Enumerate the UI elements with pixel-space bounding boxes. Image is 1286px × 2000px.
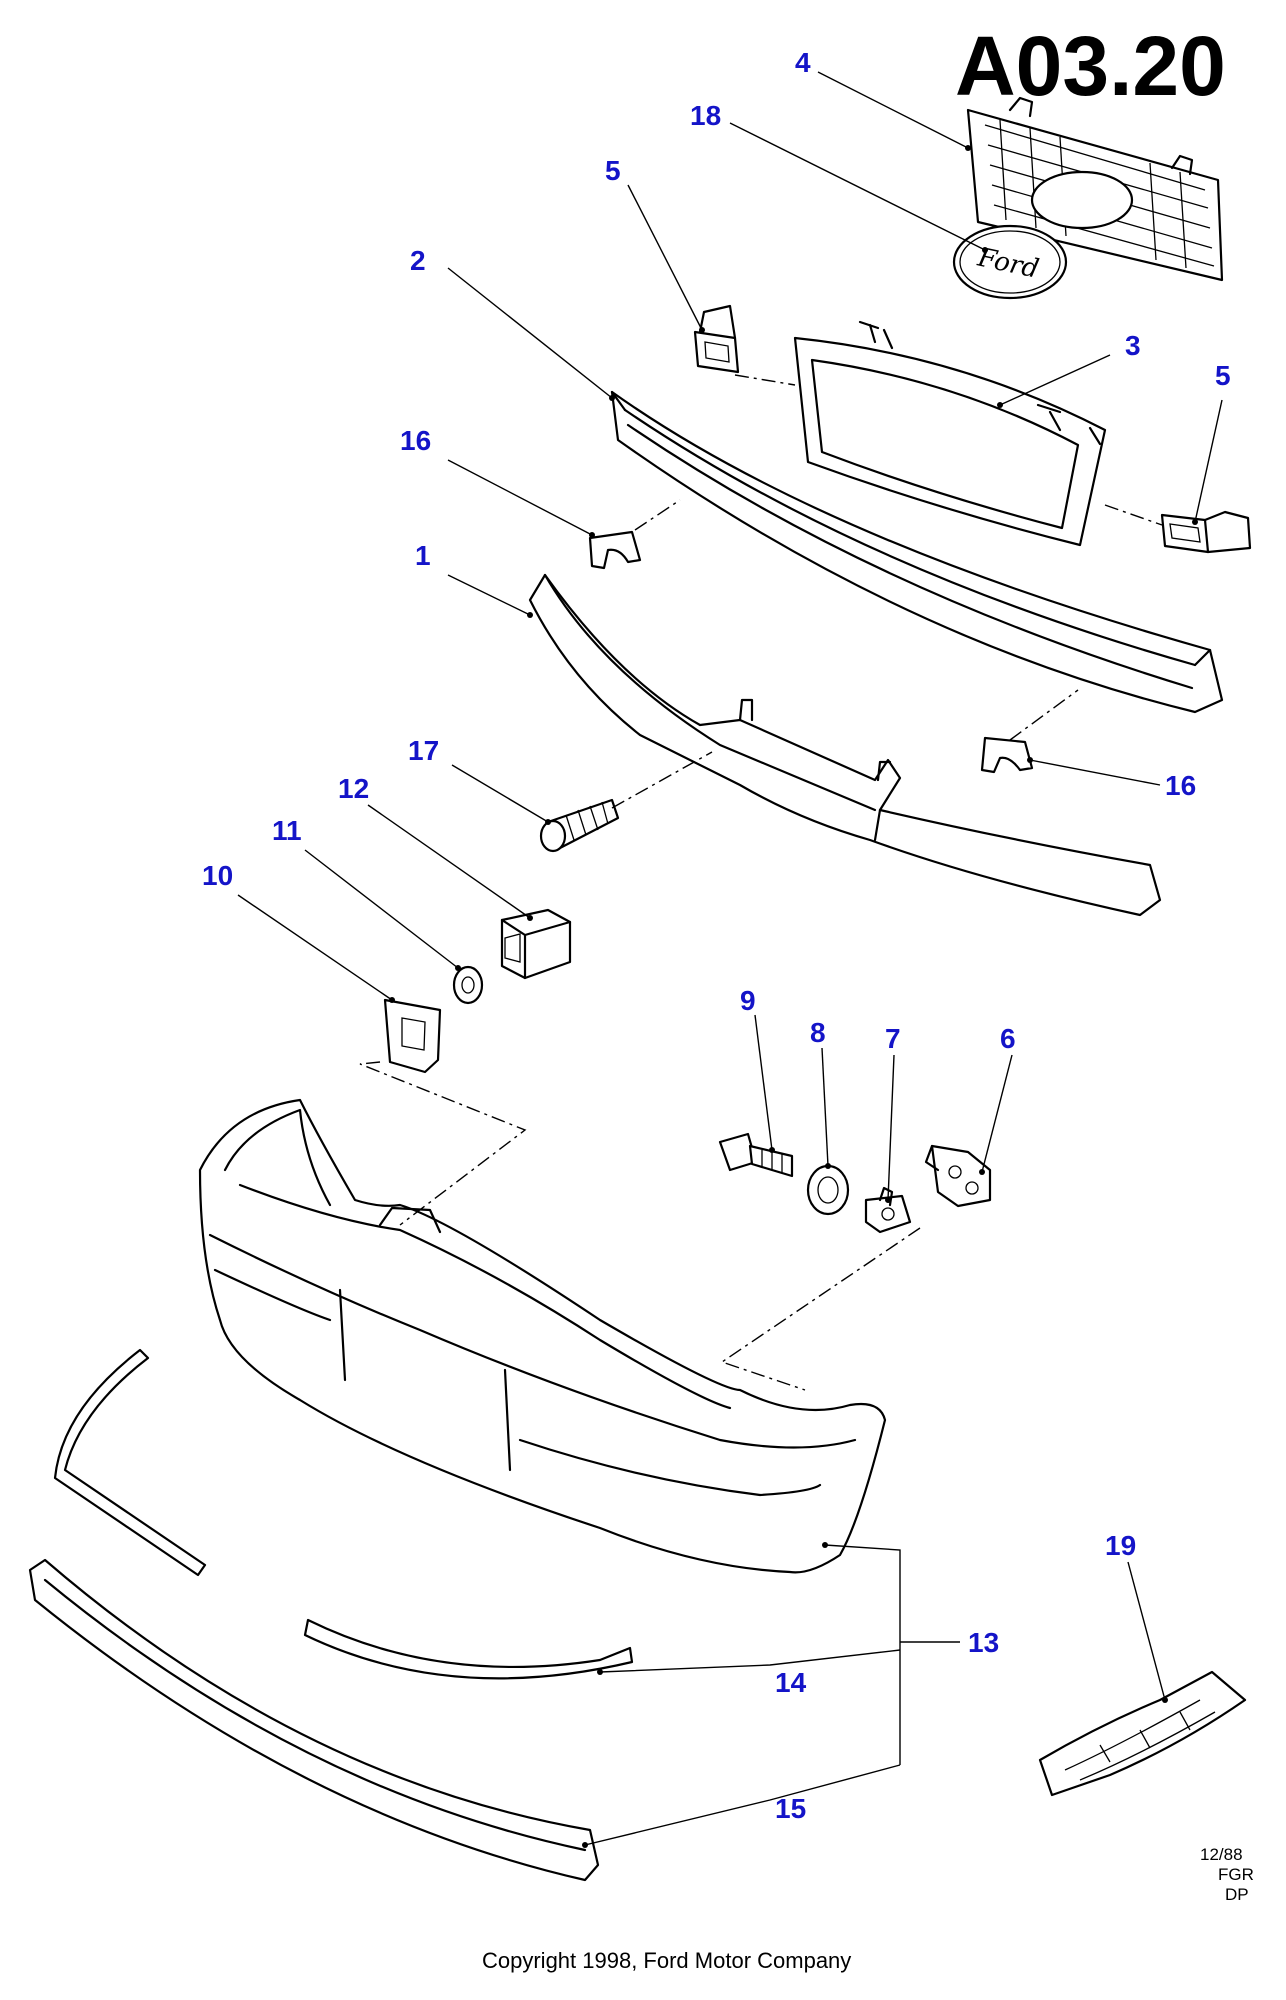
part-15-spoiler — [28, 1558, 600, 1882]
revision-stamp: 12/88 FGR DP — [1200, 1845, 1254, 1904]
part-13-bumper-cover — [198, 1098, 887, 1574]
callout-16-upper: 16 — [400, 425, 431, 456]
callout-16-lower: 16 — [1165, 770, 1196, 801]
callout-10: 10 — [202, 860, 233, 891]
part-11-washer — [452, 965, 484, 1005]
part-5-bracket-right — [1160, 510, 1252, 554]
part-9-bolt — [718, 1132, 794, 1178]
part-2-upper-beam — [610, 390, 1224, 714]
part-8-ring-washer — [806, 1164, 850, 1216]
part-3-grille-frame — [793, 320, 1107, 547]
part-10-plate — [383, 998, 442, 1074]
callout-13: 13 — [968, 1627, 999, 1658]
stamp-line-2: FGR — [1218, 1865, 1254, 1884]
callout-12: 12 — [338, 773, 369, 804]
callout-5-right: 5 — [1215, 360, 1231, 391]
part-5-bracket-left — [693, 304, 740, 374]
part-6-bracket — [924, 1144, 992, 1208]
callout-11: 11 — [272, 815, 302, 846]
part-14-strip — [303, 1618, 634, 1680]
callout-19: 19 — [1105, 1530, 1136, 1561]
part-17-screw — [539, 798, 620, 853]
callout-4: 4 — [795, 47, 811, 78]
callout-5-left: 5 — [605, 155, 621, 186]
copyright: Copyright 1998, Ford Motor Company — [482, 1948, 851, 1973]
part-19-shield — [1038, 1670, 1247, 1797]
callouts: 4 18 5 2 3 5 16 1 17 16 12 11 10 9 8 7 6… — [202, 47, 1231, 1824]
part-7-clip-nut — [864, 1186, 912, 1234]
callout-7: 7 — [885, 1023, 901, 1054]
callout-8: 8 — [810, 1017, 826, 1048]
part-4-grille — [966, 96, 1224, 282]
callout-1: 1 — [415, 540, 431, 571]
assembly-lines — [359, 374, 1163, 1391]
stamp-line-3: DP — [1225, 1885, 1249, 1904]
callout-14: 14 — [775, 1667, 807, 1698]
callout-6: 6 — [1000, 1023, 1016, 1054]
side-moulding — [53, 1348, 207, 1577]
leader-lines — [237, 71, 1223, 1848]
callout-18: 18 — [690, 100, 721, 131]
part-18-ford-emblem: Ford — [952, 224, 1068, 300]
stamp-line-1: 12/88 — [1200, 1845, 1243, 1864]
part-1-reinforcement — [528, 573, 1162, 917]
callout-3: 3 — [1125, 330, 1141, 361]
part-16-clip-lower — [980, 736, 1034, 774]
callout-9: 9 — [740, 985, 756, 1016]
part-16-clip-upper — [588, 530, 642, 570]
callout-17: 17 — [408, 735, 439, 766]
diagram-code: A03.20 — [955, 19, 1226, 113]
callout-15: 15 — [775, 1793, 806, 1824]
part-12-block — [500, 908, 572, 980]
callout-2: 2 — [410, 245, 426, 276]
